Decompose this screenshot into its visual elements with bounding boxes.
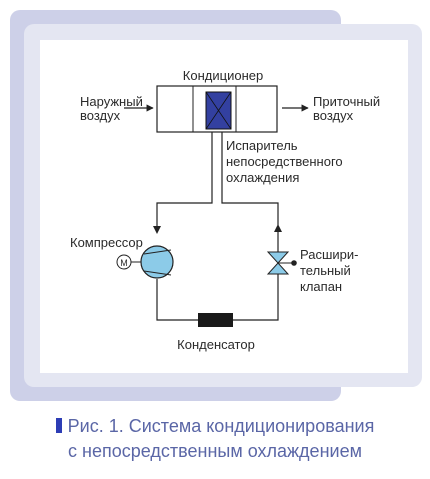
expansion-valve-label-line1: Расшири- [300,247,358,262]
liquid-line-top [221,132,279,225]
evaporator-label-line2: непосредственного [226,154,343,169]
caption-marker [55,418,62,433]
motor-icon [116,254,132,270]
expansion-valve-label-line3: клапан [300,279,342,294]
expansion-valve-label-line2: тельный [300,263,351,278]
evaporator-cross [205,91,232,130]
outside-air-label-line2: воздух [80,108,121,123]
figure-caption: Рис. 1. Система кондиционирования с непо… [0,414,430,464]
outside-air-label-line1: Наружный [80,94,143,109]
valve-triangle-bottom [266,262,290,275]
condenser [198,313,233,327]
compressor-label: Компрессор [70,235,143,250]
valve-triangle-top [266,251,290,264]
caption-line-1: Рис. 1. Система кондиционирования [0,414,430,439]
caption-line-2: с непосредственным охлаждением [68,441,362,461]
motor-symbol: M [120,258,128,268]
air-handler-unit [156,85,278,133]
compressor-line [143,249,172,255]
expansion-valve [266,232,297,284]
supply-air-label-line1: Приточный [313,94,380,109]
refrigerant-piping [156,132,279,321]
suction-line [156,132,213,232]
condenser-label: Конденсатор [177,337,255,352]
discharge-line [156,279,198,321]
evaporator-label-line3: охлаждения [226,170,299,185]
caption-text-1: Рис. 1. Система кондиционирования [67,416,375,436]
conditioner-label: Кондиционер [183,68,263,83]
flow-arrow-down [153,226,161,234]
supply-air-label-line2: воздух [313,108,354,123]
flow-arrow-up [274,224,282,232]
compressor-line [143,270,172,276]
liquid-line-bottom [233,284,279,321]
valve-bulb [291,260,297,266]
evaporator-label-line1: Испаритель [226,138,298,153]
compressor: M [116,245,174,279]
